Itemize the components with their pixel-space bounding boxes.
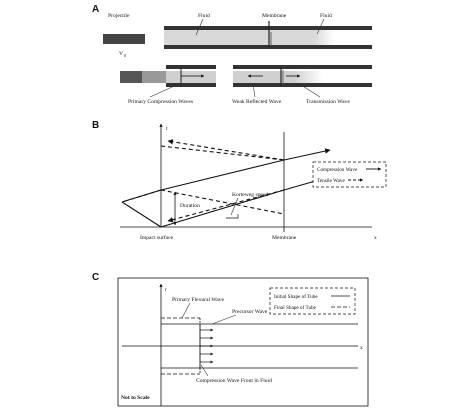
legend-compression-label: Compression Wave <box>317 167 358 173</box>
projectile-label: Projectile <box>108 13 130 19</box>
panel-c: r x Primary Flexural Wave Precursor Wave… <box>117 277 369 407</box>
projectile-block <box>103 34 145 44</box>
x-axis-label-c: x <box>360 345 363 351</box>
tensile-wave-reflect-1 <box>167 189 285 223</box>
compression-wave-2 <box>160 159 285 191</box>
tensile-wave-4 <box>160 145 285 161</box>
compression-wave-origin-2 <box>121 189 162 203</box>
panel-c-letter: C <box>92 272 100 283</box>
compression-front-label: Compression Wave Front in Fluid <box>196 378 272 384</box>
compression-wave-2-transmit <box>283 148 331 161</box>
velocity-subscript: 0 <box>124 53 126 58</box>
duration-label: Duration <box>180 203 200 209</box>
weak-reflected-label: Weak Reflected Wave <box>232 98 282 105</box>
fluid-right-label: Fluid <box>320 13 332 19</box>
tube-bottom <box>120 65 372 87</box>
tube-top <box>164 21 372 49</box>
tensile-wave-reflect-2 <box>167 139 285 161</box>
compression-wave-1 <box>160 189 285 228</box>
x-axis-label-b: x <box>374 235 377 241</box>
primary-compression-label: Primary Compression Waves <box>128 99 193 105</box>
legend-final-label: Final Shape of Tube <box>274 304 317 311</box>
membrane-label-a: Membrane <box>262 13 287 19</box>
legend-tensile-label: Tensile Wave <box>317 178 345 184</box>
panel-a: Projectile V 0 Fluid Membrane Fluid <box>103 13 372 105</box>
compression-wave-origin-1 <box>121 201 162 228</box>
legend-c: Initial Shape of Tube Final Shape of Tub… <box>269 287 356 315</box>
panel-b-letter: B <box>92 120 100 131</box>
primary-flexural-label: Primary Flexural Wave <box>172 297 224 303</box>
transmission-label: Transmission Wave <box>306 99 350 105</box>
panel-a-letter: A <box>92 4 100 15</box>
membrane-label-b: Membrane <box>272 235 297 241</box>
precursor-label: Precursor Wave <box>232 309 268 315</box>
compression-front-arrows <box>200 328 214 364</box>
legend-initial-label: Initial Shape of Tube <box>274 293 318 300</box>
legend-b: Compression Wave Tensile Wave <box>312 161 387 188</box>
r-axis-label: r <box>165 287 167 293</box>
panel-b: t x Duration Korteweg speed Impact surfa… <box>120 123 387 241</box>
not-to-scale-label: Not to Scale <box>121 395 150 401</box>
korteweg-label: Korteweg speed <box>232 192 268 198</box>
velocity-label: V <box>119 51 123 57</box>
fluid-left-label: Fluid <box>198 13 210 19</box>
t-axis-label: t <box>166 126 168 132</box>
korteweg-slope-marker <box>226 214 239 219</box>
impact-surface-label: Impact surface <box>140 234 174 241</box>
